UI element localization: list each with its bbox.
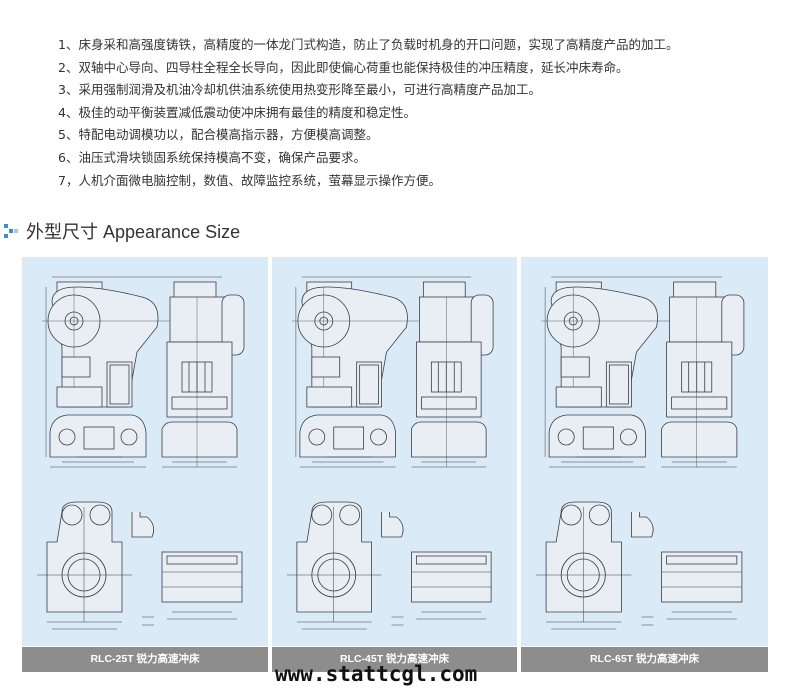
section-heading: 外型尺寸 Appearance Size <box>4 218 240 244</box>
model-caption: RLC-65T 锐力高速冲床 <box>521 647 768 672</box>
drawing-panel-rlc-65t <box>521 257 768 646</box>
feature-item: 5、特配电动调模功以，配合模高指示器，方便模高调整。 <box>58 127 379 143</box>
feature-item: 7，人机介面微电脑控制，数值、故障监控系统，萤幕显示操作方便。 <box>58 172 441 188</box>
feature-item: 1、床身采和高强度铸铁，高精度的一体龙门式构造，防止了负载时机身的开口问题，实现… <box>58 37 679 52</box>
technical-drawing <box>37 276 245 630</box>
drawing-panel-rlc-45t <box>272 257 517 646</box>
model-caption: RLC-25T 锐力高速冲床 <box>22 647 268 672</box>
technical-drawing <box>286 276 494 630</box>
watermark: www.stattcgl.com <box>275 662 478 686</box>
technical-drawing <box>536 276 745 630</box>
feature-item: 3、采用强制润滑及机油冷却机供油系统使用热变形降至最小，可进行高精度产品加工。 <box>58 82 541 98</box>
feature-item: 2、双轴中心导向、四导柱全程全长导向，因此即使偏心荷重也能保持极佳的冲压精度，延… <box>58 59 629 75</box>
arrow-bullet-icon <box>4 224 18 238</box>
model-caption: RLC-45T 锐力高速冲床 <box>272 647 517 672</box>
section-title: 外型尺寸 Appearance Size <box>26 222 241 242</box>
drawing-panel-rlc-25t <box>22 257 268 646</box>
feature-item: 4、极佳的动平衡装置减低震动使冲床拥有最佳的精度和稳定性。 <box>58 104 416 120</box>
feature-list: 1、床身采和高强度铸铁，高精度的一体龙门式构造，防止了负载时机身的开口问题，实现… <box>58 34 678 192</box>
feature-item: 6、油压式滑块锁固系统保持模高不变，确保产品要求。 <box>58 149 366 165</box>
